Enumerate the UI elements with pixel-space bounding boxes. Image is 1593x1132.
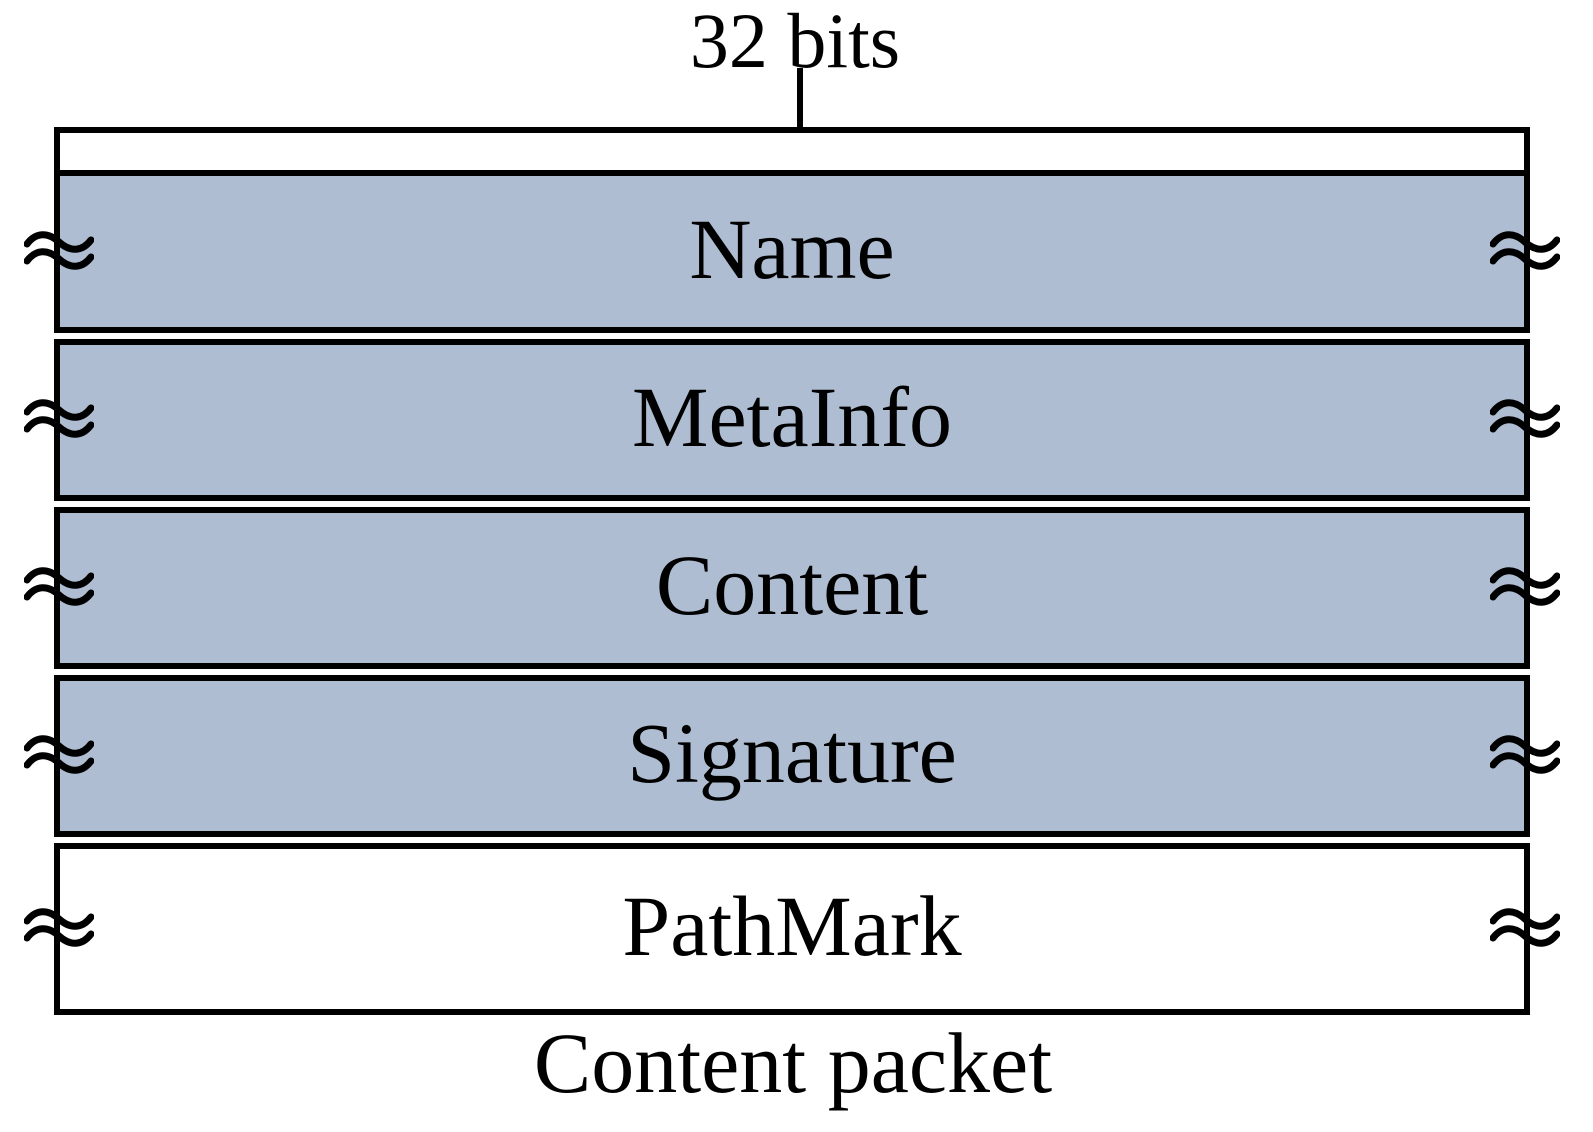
break-mark-icon [1490,399,1560,438]
break-mark-icon [24,567,94,606]
field-label: Content [655,537,929,633]
break-mark-icon [1490,230,1560,270]
diagram-caption: Content packet [533,1015,1053,1111]
field-row-content: Content [24,507,1560,669]
break-mark-icon [1490,735,1560,774]
break-mark-icon [1490,567,1560,606]
field-row-signature: Signature [24,675,1560,837]
field-label: Signature [627,705,957,801]
bits-width-label: 32 bits [689,0,901,84]
field-label: PathMark [622,878,962,974]
break-mark-icon [24,908,94,947]
field-row-pathmark: PathMark [24,843,1560,1015]
field-row-name: Name [24,170,1560,333]
field-row-metainfo: MetaInfo [24,339,1560,501]
packet-top-strip [54,127,1530,170]
break-mark-icon [24,230,94,270]
field-label: MetaInfo [632,369,952,465]
bits-pointer-line [797,68,803,127]
break-mark-icon [24,735,94,774]
content-packet-diagram: Name MetaInfo Content S [24,127,1560,1015]
break-mark-icon [1490,908,1560,947]
break-mark-icon [24,399,94,438]
field-label: Name [689,200,895,297]
